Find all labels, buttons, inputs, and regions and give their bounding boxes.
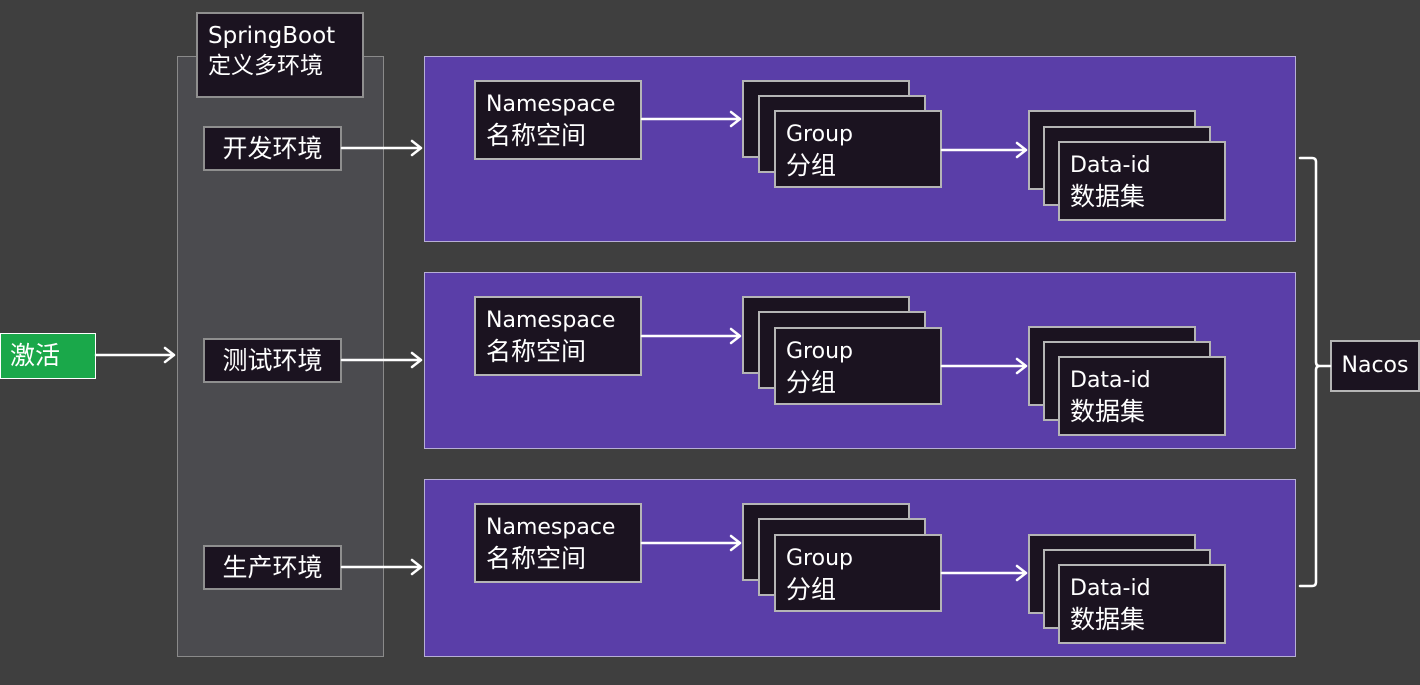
arrow-ns-group-3 <box>640 534 742 552</box>
namespace-box-2: Namespace 名称空间 <box>474 296 642 376</box>
group-sublabel-3: 分组 <box>786 575 837 604</box>
env-test: 测试环境 <box>203 338 342 383</box>
dataid-label-1: Data-id <box>1070 153 1151 178</box>
arrow-env-prod <box>340 558 423 576</box>
namespace-label-1: Namespace <box>486 92 616 117</box>
springboot-title-line2: 定义多环境 <box>208 53 323 79</box>
arrow-group-dataid-2 <box>940 357 1028 375</box>
arrow-activate <box>94 346 176 364</box>
namespace-label-2: Namespace <box>486 308 616 333</box>
arrow-group-dataid-1 <box>940 141 1028 159</box>
group-label-2: Group <box>786 339 853 364</box>
arrow-env-test <box>340 351 423 369</box>
namespace-box-1: Namespace 名称空间 <box>474 80 642 160</box>
dataid-box-2: Data-id 数据集 <box>1058 356 1226 436</box>
springboot-title: SpringBoot 定义多环境 <box>196 12 364 98</box>
nacos-box: Nacos <box>1330 340 1420 392</box>
springboot-title-line1: SpringBoot <box>208 23 336 49</box>
group-box-1: Group 分组 <box>774 110 942 188</box>
arrow-ns-group-2 <box>640 327 742 345</box>
group-sublabel-1: 分组 <box>786 151 837 180</box>
namespace-sublabel-1: 名称空间 <box>486 121 587 150</box>
dataid-label-2: Data-id <box>1070 368 1151 393</box>
group-sublabel-2: 分组 <box>786 368 837 397</box>
group-label-1: Group <box>786 122 853 147</box>
nacos-brace <box>1298 156 1332 588</box>
namespace-sublabel-2: 名称空间 <box>486 337 587 366</box>
dataid-sublabel-1: 数据集 <box>1070 182 1146 211</box>
arrow-ns-group-1 <box>640 110 742 128</box>
group-box-3: Group 分组 <box>774 534 942 612</box>
arrow-group-dataid-3 <box>940 564 1028 582</box>
env-prod: 生产环境 <box>203 545 342 590</box>
dataid-sublabel-2: 数据集 <box>1070 397 1146 426</box>
dataid-sublabel-3: 数据集 <box>1070 605 1146 634</box>
namespace-label-3: Namespace <box>486 515 616 540</box>
arrow-env-dev <box>340 139 423 157</box>
dataid-box-3: Data-id 数据集 <box>1058 564 1226 644</box>
namespace-box-3: Namespace 名称空间 <box>474 503 642 583</box>
dataid-label-3: Data-id <box>1070 576 1151 601</box>
namespace-sublabel-3: 名称空间 <box>486 544 587 573</box>
env-dev: 开发环境 <box>203 126 342 171</box>
activate-box: 激活 <box>0 333 96 379</box>
group-label-3: Group <box>786 546 853 571</box>
dataid-box-1: Data-id 数据集 <box>1058 141 1226 221</box>
